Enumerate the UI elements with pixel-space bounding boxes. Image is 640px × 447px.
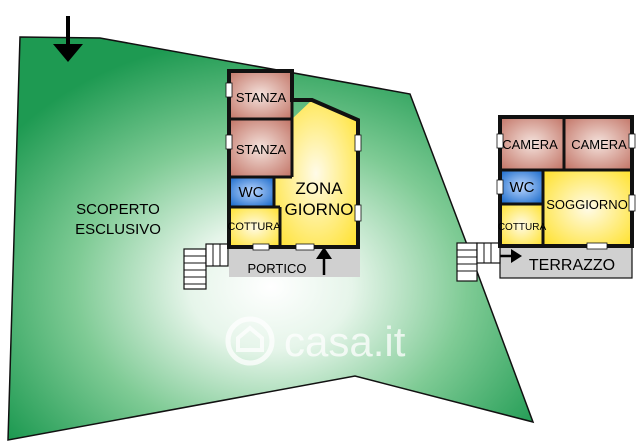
stairs-b-icon <box>456 242 501 282</box>
building-a: PORTICO <box>183 69 362 290</box>
label-zona: ZONA <box>295 179 343 198</box>
porch-entry-arrow-icon <box>316 247 332 275</box>
stairs-a-icon <box>183 243 229 290</box>
terrace-label: TERRAZZO <box>529 257 615 274</box>
room-camera-right <box>565 117 632 169</box>
watermark-text: casa.it <box>284 318 406 365</box>
watermark-logo-icon <box>225 316 275 366</box>
porch-area <box>229 247 360 277</box>
label-camera-right: CAMERA <box>571 137 627 152</box>
label-stanza-top: STANZA <box>236 90 287 105</box>
label-stanza-middle: STANZA <box>236 142 287 157</box>
label-cottura-a: COTTURA <box>227 221 281 233</box>
room-camera-left <box>500 117 564 169</box>
room-cottura-b <box>500 204 543 246</box>
garden-label-line1: SCOPERTO <box>76 201 160 218</box>
label-wc-b: WC <box>510 179 535 196</box>
watermark: casa.it <box>225 316 406 366</box>
room-soggiorno <box>544 170 632 246</box>
room-zona-giorno <box>274 100 358 247</box>
porch-label: PORTICO <box>248 261 307 276</box>
room-wc-b <box>500 170 543 203</box>
room-stanza-top <box>229 71 292 119</box>
room-wc <box>229 177 274 206</box>
room-cottura <box>229 207 280 247</box>
garden-label-line2: ESCLUSIVO <box>75 221 161 238</box>
label-soggiorno: SOGGIORNO <box>546 197 628 212</box>
room-stanza-middle <box>229 120 292 176</box>
building-b: TERRAZZO <box>456 115 636 282</box>
label-camera-left: CAMERA <box>502 137 558 152</box>
entrance-arrow-icon <box>53 16 83 62</box>
label-cottura-b: COTTURA <box>498 222 547 233</box>
label-wc-a: WC <box>239 184 264 201</box>
label-giorno: GIORNO <box>285 200 354 219</box>
